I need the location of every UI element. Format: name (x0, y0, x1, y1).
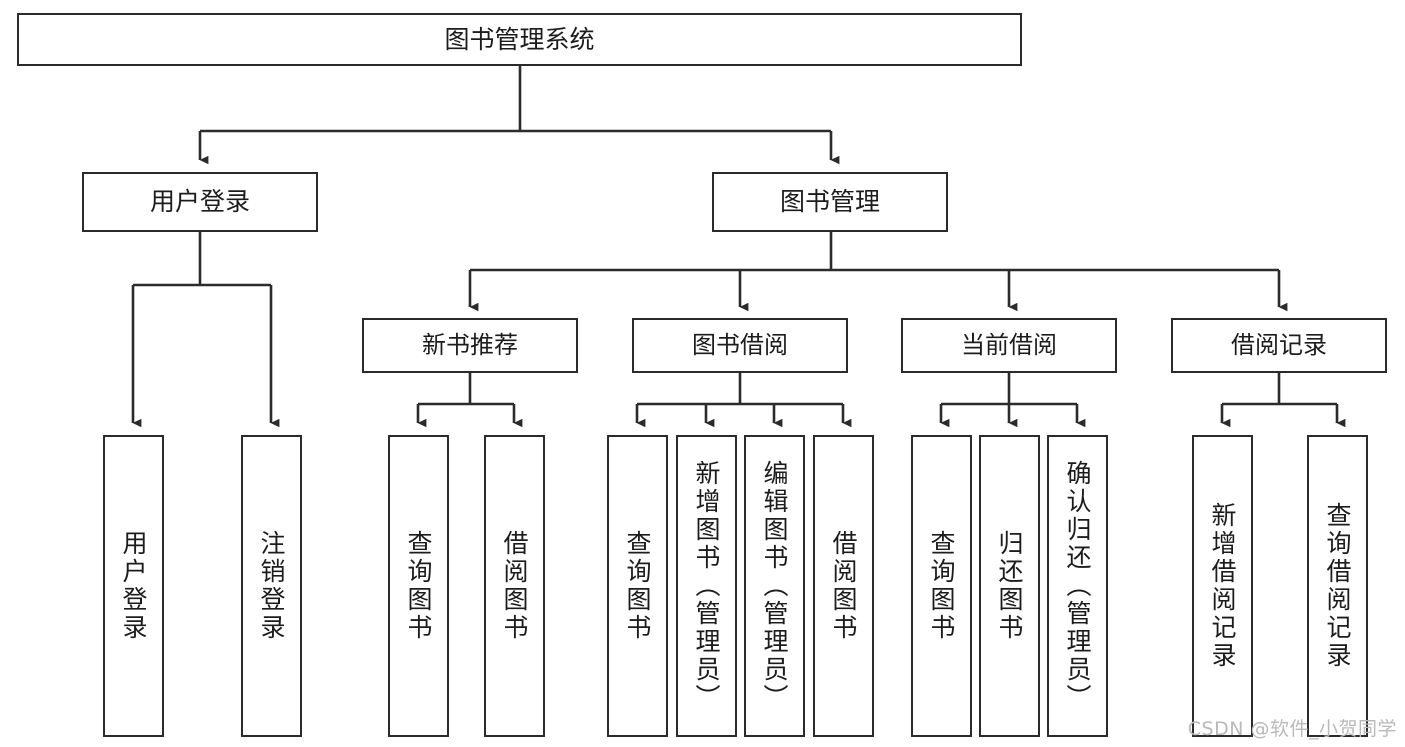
node-label: 注销登录 (257, 530, 286, 642)
leaf-borrow-record-query-record[interactable]: 查询借阅记录 (1307, 435, 1368, 737)
node-label: 借阅图书 (500, 530, 529, 642)
node-label: 新增借阅记录 (1208, 502, 1237, 670)
leaf-current-borrow-confirm-return-admin[interactable]: 确认归还（管理员） (1047, 435, 1108, 737)
leaf-new-book-query-book[interactable]: 查询图书 (388, 435, 449, 737)
node-label: 查询借阅记录 (1323, 502, 1352, 670)
node-label: 借阅图书 (829, 530, 858, 642)
node-label: 当前借阅 (961, 331, 1057, 360)
node-label: 新增图书（管理员） (692, 460, 721, 712)
node-label: 用户登录 (119, 530, 148, 642)
leaf-current-borrow-return-book[interactable]: 归还图书 (979, 435, 1040, 737)
node-root-book-management-system[interactable]: 图书管理系统 (17, 13, 1022, 66)
node-new-book-recommend[interactable]: 新书推荐 (362, 318, 578, 373)
leaf-book-borrow-edit-book-admin[interactable]: 编辑图书（管理员） (744, 435, 805, 737)
node-label: 查询图书 (623, 530, 652, 642)
leaf-user-login-login[interactable]: 用户登录 (103, 435, 164, 737)
node-current-borrow[interactable]: 当前借阅 (901, 318, 1117, 373)
leaf-current-borrow-query-book[interactable]: 查询图书 (911, 435, 972, 737)
node-borrow-record[interactable]: 借阅记录 (1171, 318, 1387, 373)
node-book-management[interactable]: 图书管理 (712, 172, 948, 232)
leaf-borrow-record-add-record[interactable]: 新增借阅记录 (1192, 435, 1253, 737)
node-label: 编辑图书（管理员） (760, 460, 789, 712)
node-label: 图书管理 (779, 187, 880, 217)
node-book-borrow[interactable]: 图书借阅 (632, 318, 848, 373)
node-label: 图书借阅 (692, 331, 788, 360)
node-label: 借阅记录 (1231, 331, 1327, 360)
node-user-login[interactable]: 用户登录 (82, 172, 318, 232)
node-label: 确认归还（管理员） (1063, 460, 1092, 712)
leaf-new-book-borrow-book[interactable]: 借阅图书 (484, 435, 545, 737)
node-label: 用户登录 (149, 187, 250, 217)
node-label: 图书管理系统 (444, 24, 595, 54)
leaf-book-borrow-borrow-book[interactable]: 借阅图书 (813, 435, 874, 737)
csdn-watermark: CSDN @软件_小贺同学 (1187, 718, 1397, 740)
node-label: 查询图书 (404, 530, 433, 642)
leaf-user-login-logout[interactable]: 注销登录 (241, 435, 302, 737)
node-label: 新书推荐 (422, 331, 518, 360)
node-label: 查询图书 (927, 530, 956, 642)
leaf-book-borrow-query-book[interactable]: 查询图书 (607, 435, 668, 737)
node-label: 归还图书 (995, 530, 1024, 642)
leaf-book-borrow-add-book-admin[interactable]: 新增图书（管理员） (676, 435, 737, 737)
